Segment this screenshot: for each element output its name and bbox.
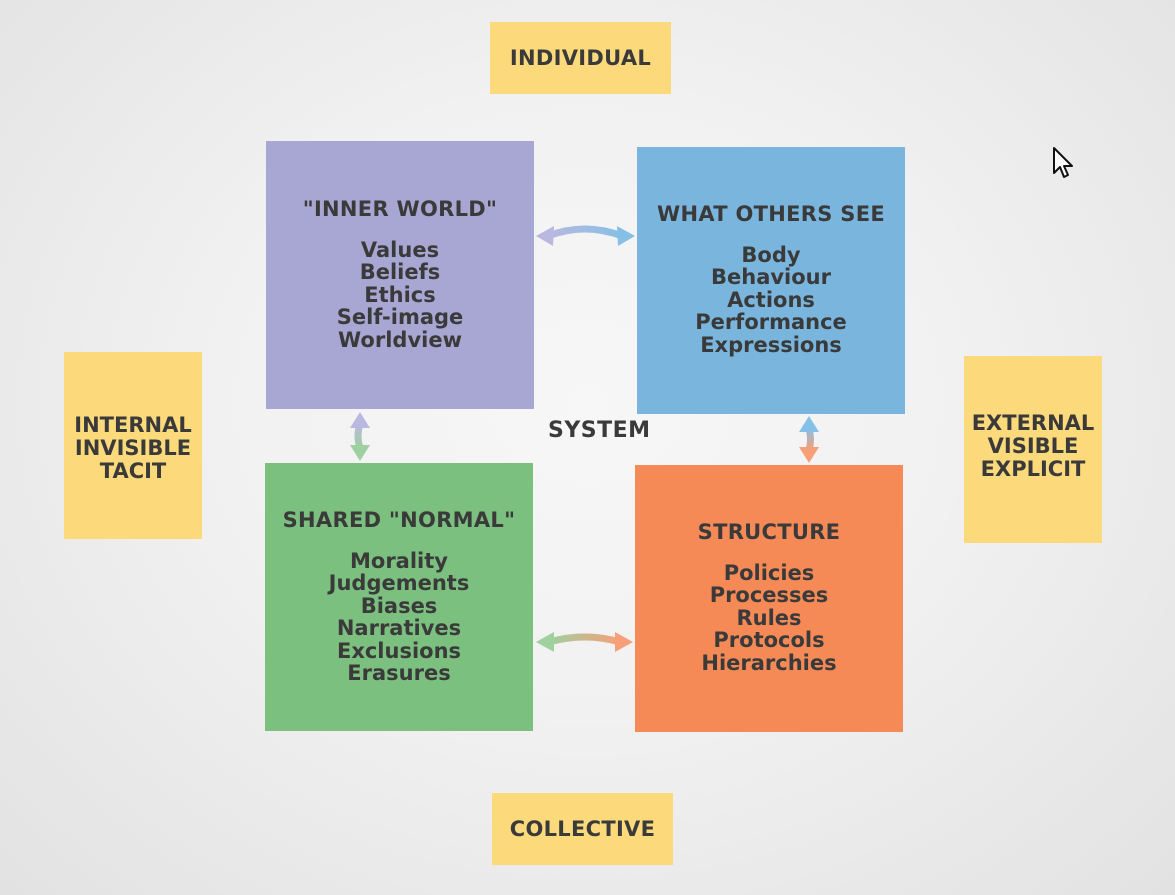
quadrant-structure: STRUCTURE Policies Processes Rules Proto… xyxy=(635,465,903,732)
label-internal-line2: INVISIBLE xyxy=(74,436,192,460)
quadrant-item: Narratives xyxy=(336,616,462,641)
quadrant-item: Policies xyxy=(723,561,815,585)
quadrant-item: Processes xyxy=(709,583,829,608)
quadrant-item: Judgements xyxy=(328,571,470,596)
arrow-see-to-structure xyxy=(799,416,819,463)
label-collective-text: COLLECTIVE xyxy=(509,817,656,841)
label-collective: COLLECTIVE xyxy=(492,793,673,865)
quadrant-structure-title: STRUCTURE xyxy=(697,520,841,544)
label-internal-line3: TACIT xyxy=(99,459,167,483)
label-external-line1: EXTERNAL xyxy=(971,411,1095,435)
quadrant-item: Values xyxy=(360,238,440,262)
quadrant-item: Morality xyxy=(350,549,448,573)
quadrant-item: Ethics xyxy=(364,282,436,307)
label-external-line3: EXPLICIT xyxy=(980,457,1086,481)
quadrant-shared-normal-title: SHARED "NORMAL" xyxy=(282,508,516,532)
system-label: SYSTEM xyxy=(548,418,651,443)
quadrant-item: Beliefs xyxy=(359,260,441,285)
quadrant-what-others-see: WHAT OTHERS SEE Body Behaviour Actions P… xyxy=(637,147,905,414)
label-internal: INTERNAL INVISIBLE TACIT xyxy=(64,352,202,539)
quadrant-item: Exclusions xyxy=(336,638,462,663)
quadrant-item: Protocols xyxy=(713,628,825,653)
quadrant-inner-world: "INNER WORLD" Values Beliefs Ethics Self… xyxy=(266,141,534,409)
quadrant-what-others-see-title: WHAT OTHERS SEE xyxy=(656,202,885,226)
quadrant-item: Rules xyxy=(736,605,802,630)
quadrant-item: Erasures xyxy=(347,661,451,686)
label-individual-text: INDIVIDUAL xyxy=(509,46,652,70)
quadrant-inner-world-title: "INNER WORLD" xyxy=(302,197,498,221)
quadrant-item: Performance xyxy=(695,310,847,335)
quadrant-item: Worldview xyxy=(338,327,462,352)
quadrant-item: Hierarchies xyxy=(701,650,837,675)
arrow-normal-to-structure xyxy=(536,632,633,652)
quadrant-shared-normal: SHARED "NORMAL" Morality Judgements Bias… xyxy=(265,463,533,731)
quadrant-item: Actions xyxy=(727,287,815,312)
quadrant-item: Body xyxy=(741,243,801,267)
label-individual: INDIVIDUAL xyxy=(490,22,671,94)
quadrant-item: Behaviour xyxy=(711,265,831,290)
quadrant-item: Self-image xyxy=(336,305,464,330)
label-internal-line1: INTERNAL xyxy=(74,413,192,437)
quadrant-item: Expressions xyxy=(700,332,842,357)
label-external-line2: VISIBLE xyxy=(987,434,1079,458)
quadrant-item: Biases xyxy=(360,593,438,618)
arrow-inner-to-see xyxy=(536,225,635,246)
mouse-cursor-icon xyxy=(1053,147,1073,178)
arrow-inner-to-normal xyxy=(350,412,370,461)
label-external: EXTERNAL VISIBLE EXPLICIT xyxy=(964,356,1102,543)
